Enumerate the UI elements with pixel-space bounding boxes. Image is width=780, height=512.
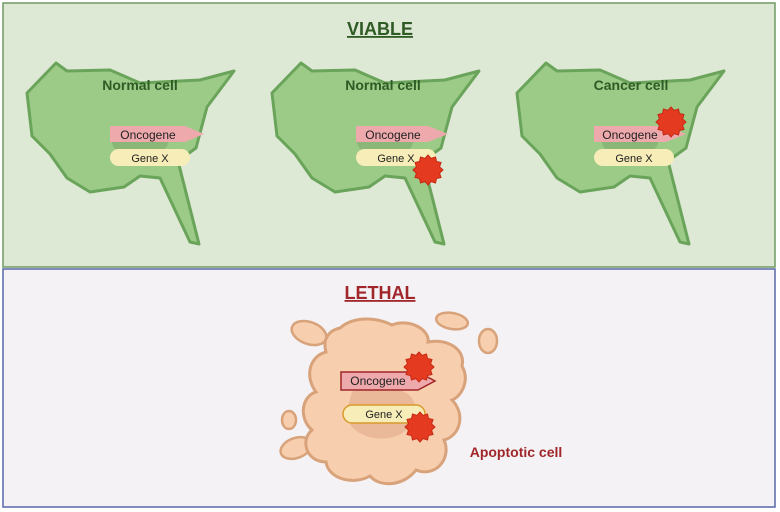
gene-x-bar: [110, 149, 190, 166]
apoptotic-cell: Oncogene Gene X: [279, 311, 499, 486]
gene-x-bar: [356, 149, 436, 166]
apoptotic-body: [477, 327, 499, 355]
oncogene-label: Oncogene: [350, 374, 406, 388]
apoptotic-body: [280, 409, 298, 431]
lethal-title: LETHAL: [345, 283, 416, 303]
normal-cell-2: Normal cell Oncogene Gene X: [270, 61, 481, 246]
oncogene-label: Oncogene: [365, 128, 421, 142]
gene-x-label: Gene X: [131, 153, 169, 165]
normal-cell-1: Normal cell Oncogene Gene X: [25, 61, 236, 246]
oncogene-label: Oncogene: [120, 128, 176, 142]
apoptotic-cell-label: Apoptotic cell: [470, 444, 563, 460]
gene-x-label: Gene X: [377, 153, 415, 165]
viable-title: VIABLE: [347, 19, 413, 39]
gene-x-label: Gene X: [615, 153, 653, 165]
cell-label: Normal cell: [345, 77, 420, 93]
oncogene-label: Oncogene: [602, 128, 658, 142]
cell-label: Normal cell: [102, 77, 177, 93]
cancer-cell: Cancer cell Oncogene Gene X: [515, 61, 726, 246]
oncogene-arrow: [110, 126, 204, 142]
gene-x-bar: [594, 149, 674, 166]
gene-x-label: Gene X: [365, 409, 403, 421]
apoptotic-body: [434, 311, 470, 331]
gene-x-bar: [342, 404, 426, 424]
cell-label: Cancer cell: [594, 77, 669, 93]
oncogene-arrow: [356, 126, 448, 142]
